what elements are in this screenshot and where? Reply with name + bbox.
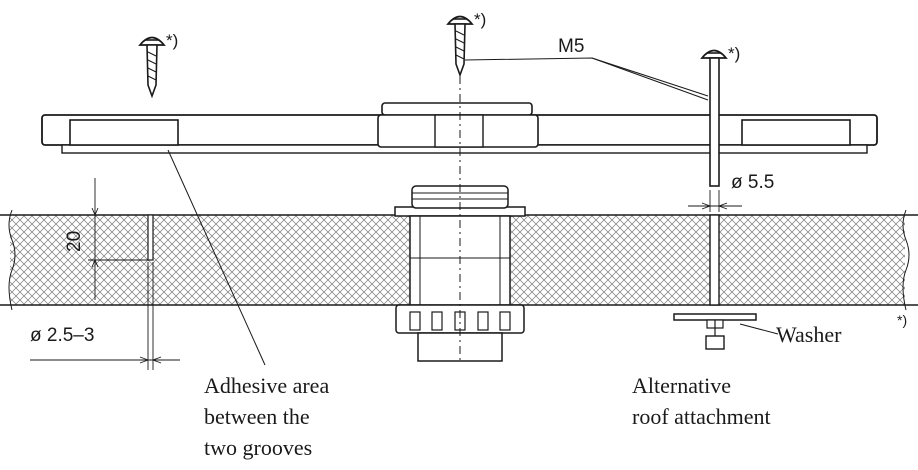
m5-label: M5 [558, 36, 585, 57]
adhesive-caption-line: between the [204, 404, 310, 429]
dimension-groove-width [30, 262, 180, 370]
adhesive-caption-line: two grooves [204, 435, 313, 460]
washer-label: Washer [776, 322, 842, 347]
alternative-caption-line: roof attachment [632, 404, 771, 429]
base-plate [41, 102, 878, 154]
roof-panel [0, 209, 918, 311]
groove-diameter-label: ø 2.5–3 [30, 325, 95, 346]
screw-centre [446, 15, 474, 78]
depth-20-label: 20 [64, 230, 85, 252]
screw-footnote-marker: *) [166, 31, 179, 50]
leader-lines [167, 57, 779, 366]
groove [147, 214, 154, 261]
dimension-bolt-hole [688, 190, 742, 212]
alternative-caption-line: Alternative [632, 373, 731, 398]
screw-left [138, 36, 166, 99]
screw-bolt-right [673, 49, 757, 350]
footnote-marker: *) [897, 312, 908, 328]
screw-footnote-marker: *) [474, 10, 487, 29]
alternative-attachment-caption: Alternative roof attachment [632, 370, 771, 432]
dimension-20 [88, 178, 150, 300]
adhesive-caption-line: Adhesive area [204, 373, 330, 398]
screw-footnote-marker: *) [728, 44, 741, 63]
adhesive-area-caption: Adhesive area between the two grooves [204, 370, 329, 463]
bolt-hole-diameter-label: ø 5.5 [731, 172, 775, 193]
